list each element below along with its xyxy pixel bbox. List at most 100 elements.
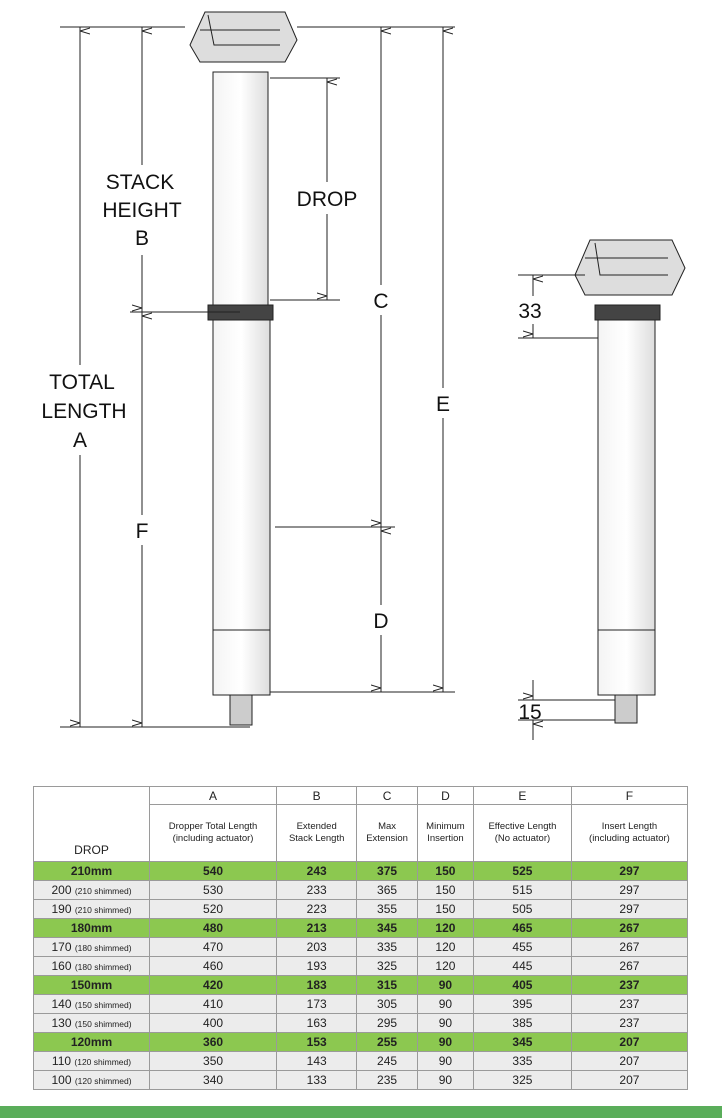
label-15: 15 [518, 701, 541, 724]
value-cell: 385 [472, 1013, 572, 1033]
drop-value: 210mm [70, 864, 113, 878]
drop-cell: 140 (150 shimmed) [33, 994, 150, 1014]
value-cell: 267 [570, 956, 689, 976]
value-cell: 173 [276, 994, 358, 1014]
value-cell: 90 [416, 1032, 474, 1052]
value-cell: 237 [570, 975, 689, 995]
column-letter: C [356, 786, 418, 805]
value-cell: 245 [356, 1051, 418, 1071]
value-cell: 480 [148, 918, 278, 938]
label-c: C [373, 290, 388, 313]
value-cell: 243 [276, 861, 358, 881]
drop-cell: 100 (120 shimmed) [33, 1070, 150, 1090]
description-line: Extension [366, 833, 408, 844]
value-cell: 455 [472, 937, 572, 957]
description-line: Effective Length [488, 821, 557, 832]
value-cell: 445 [472, 956, 572, 976]
drop-value: 200 [51, 883, 72, 897]
label-d: D [373, 610, 388, 633]
value-cell: 267 [570, 937, 689, 957]
label-stack: STACK [106, 171, 174, 194]
value-cell: 203 [276, 937, 358, 957]
value-cell: 90 [416, 1013, 474, 1033]
description-line: (including actuator) [172, 833, 254, 844]
shim-note: (120 shimmed) [74, 1057, 132, 1067]
column-description: Insert Length(including actuator) [570, 804, 689, 862]
value-cell: 355 [356, 899, 418, 919]
drop-value: 140 [51, 997, 72, 1011]
value-cell: 515 [472, 880, 572, 900]
value-cell: 305 [356, 994, 418, 1014]
drop-value: 120mm [70, 1035, 113, 1049]
column-letter: B [276, 786, 358, 805]
value-cell: 335 [356, 937, 418, 957]
footer-band [0, 1106, 722, 1118]
drop-cell: 170 (180 shimmed) [33, 937, 150, 957]
value-cell: 153 [276, 1032, 358, 1052]
drop-value: 190 [51, 902, 72, 916]
value-cell: 213 [276, 918, 358, 938]
value-cell: 207 [570, 1032, 689, 1052]
drop-cell: 180mm [33, 918, 150, 938]
value-cell: 460 [148, 956, 278, 976]
shim-note: (210 shimmed) [74, 905, 132, 915]
description-line: Insertion [427, 833, 464, 844]
label-total: TOTAL [49, 371, 115, 394]
label-f: F [136, 520, 149, 543]
drop-cell: 120mm [33, 1032, 150, 1052]
label-drop: DROP [297, 188, 358, 211]
value-cell: 90 [416, 994, 474, 1014]
shim-note: (150 shimmed) [74, 1000, 132, 1010]
value-cell: 120 [416, 937, 474, 957]
column-description: Effective Length(No actuator) [472, 804, 572, 862]
value-cell: 325 [356, 956, 418, 976]
value-cell: 297 [570, 861, 689, 881]
value-cell: 90 [416, 975, 474, 995]
shim-note: (120 shimmed) [74, 1076, 132, 1086]
value-cell: 90 [416, 1070, 474, 1090]
value-cell: 470 [148, 937, 278, 957]
value-cell: 237 [570, 994, 689, 1014]
value-cell: 235 [356, 1070, 418, 1090]
value-cell: 237 [570, 1013, 689, 1033]
shim-note: (180 shimmed) [74, 962, 132, 972]
description-line: Max [378, 821, 397, 832]
value-cell: 255 [356, 1032, 418, 1052]
drop-value: 110 [51, 1054, 72, 1068]
value-cell: 193 [276, 956, 358, 976]
dropper-post-compressed [574, 239, 686, 724]
value-cell: 233 [276, 880, 358, 900]
value-cell: 420 [148, 975, 278, 995]
drop-cell: 210mm [33, 861, 150, 881]
value-cell: 520 [148, 899, 278, 919]
label-e: E [436, 393, 450, 416]
value-cell: 540 [148, 861, 278, 881]
drop-cell: 110 (120 shimmed) [33, 1051, 150, 1071]
value-cell: 505 [472, 899, 572, 919]
shim-note: (150 shimmed) [74, 1019, 132, 1029]
description-line: (No actuator) [494, 833, 551, 844]
drop-value: 100 [51, 1073, 72, 1087]
value-cell: 375 [356, 861, 418, 881]
label-33: 33 [518, 300, 541, 323]
description-header-row: Dropper Total Length(including actuator)… [34, 804, 689, 862]
value-cell: 295 [356, 1013, 418, 1033]
value-cell: 400 [148, 1013, 278, 1033]
drop-cell: 200 (210 shimmed) [33, 880, 150, 900]
value-cell: 345 [356, 918, 418, 938]
description-line: Stack Length [288, 833, 345, 844]
value-cell: 150 [416, 899, 474, 919]
column-letter: E [472, 786, 572, 805]
value-cell: 530 [148, 880, 278, 900]
label-a: A [73, 429, 87, 452]
value-cell: 325 [472, 1070, 572, 1090]
